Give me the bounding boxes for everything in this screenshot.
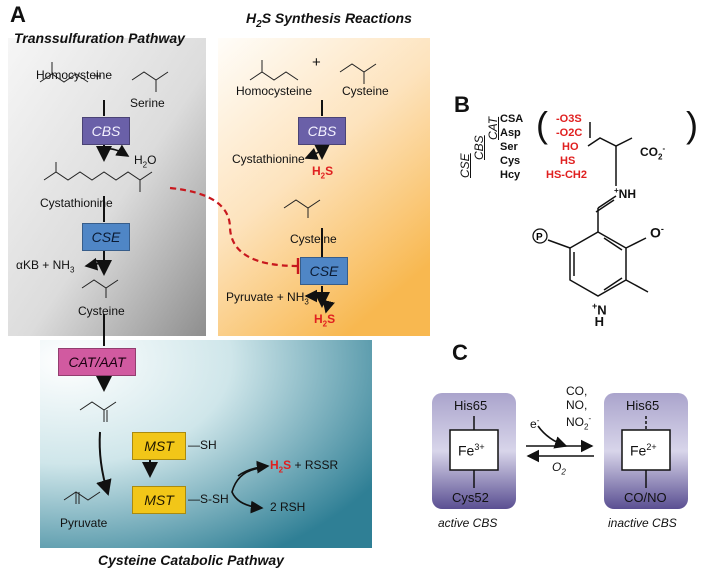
side-group-list: -O3S -O2C HO HS HS-CH2 (546, 113, 587, 181)
fe2-label: Fe2+ (630, 442, 657, 459)
plus-sign-right: + (312, 54, 321, 71)
imine-nh-label: +NH (614, 186, 637, 201)
akb-nh3-label: αKB + NH3 (16, 258, 75, 275)
ligand-list: CO, NO, NO2- (566, 384, 592, 432)
cbs-enzyme-right: CBS (298, 117, 346, 145)
h2s-synthesis-title: H2S Synthesis Reactions (246, 10, 412, 30)
serine-label: Serine (130, 96, 165, 110)
cys52-label: Cys52 (452, 490, 489, 505)
panel-b-letter: B (454, 92, 470, 117)
heme-square-right (621, 429, 671, 471)
cystathionine-label-right: Cystathionine (232, 152, 305, 166)
homocysteine-label-left: Homocysteine (36, 68, 113, 82)
cat-aat-enzyme: CAT/AAT (58, 348, 136, 376)
co-no-ligand-label: CO/NO (624, 490, 667, 505)
his65-left: His65 (454, 398, 488, 413)
h2s-product-top: H2S (312, 164, 334, 181)
electron-label: e- (530, 416, 540, 431)
cse-enzyme-right: CSE (300, 257, 348, 285)
mst-sh-label: —SH (188, 438, 217, 452)
phenolate-label: O- (650, 224, 664, 241)
o2-label: O2 (552, 460, 566, 477)
pyruvate-label: Pyruvate (60, 516, 108, 530)
co2-label: CO2- (640, 144, 666, 162)
cse-enzyme-left: CSE (82, 223, 130, 251)
plus-sign-left: + (93, 68, 102, 85)
transsulfuration-title: Transsulfuration Pathway (14, 30, 185, 46)
inactive-cbs-label: inactive CBS (608, 516, 677, 530)
phosphate-circle (532, 228, 548, 244)
phosphate-p-label: P (536, 232, 543, 243)
inhibition-dashed-line (169, 186, 299, 268)
homocysteine-label-right: Homocysteine (236, 84, 313, 98)
cystathionine-label-left: Cystathionine (40, 196, 113, 210)
h2o-label: H2O (134, 153, 157, 170)
left-paren: ( (536, 104, 548, 145)
homocysteine-chain-left (39, 73, 89, 83)
panel-c-letter: C (452, 340, 468, 365)
mst-enzyme-bottom: MST (132, 486, 186, 514)
his65-right: His65 (626, 398, 660, 413)
transsulfuration-panel-bg (8, 38, 206, 336)
cbs-enzyme-left: CBS (82, 117, 130, 145)
h2s-product-bottom: H2S (314, 312, 336, 329)
active-cbs-label: active CBS (438, 516, 498, 530)
fe3-label: Fe3+ (458, 442, 485, 459)
catabolic-title: Cysteine Catabolic Pathway (98, 552, 284, 568)
two-rsh-label: 2 RSH (270, 500, 306, 514)
pyruvate-nh3-label: Pyruvate + NH3 (226, 290, 309, 307)
cysteine-label-mid-right: Cysteine (290, 232, 337, 246)
rssr-label: H2S + RSSR (270, 458, 339, 475)
mst-enzyme-top: MST (132, 432, 186, 460)
h2s-synthesis-panel-bg (218, 38, 430, 336)
mst-ssh-label: —S-SH (188, 492, 229, 506)
cysteine-label-top-right: Cysteine (342, 84, 389, 98)
substrate-list: CSA Asp Ser Cys Hcy (500, 113, 524, 181)
panel-a-letter: A (10, 2, 26, 27)
cysteine-label-left: Cysteine (78, 304, 125, 318)
right-paren: ) (686, 104, 698, 145)
